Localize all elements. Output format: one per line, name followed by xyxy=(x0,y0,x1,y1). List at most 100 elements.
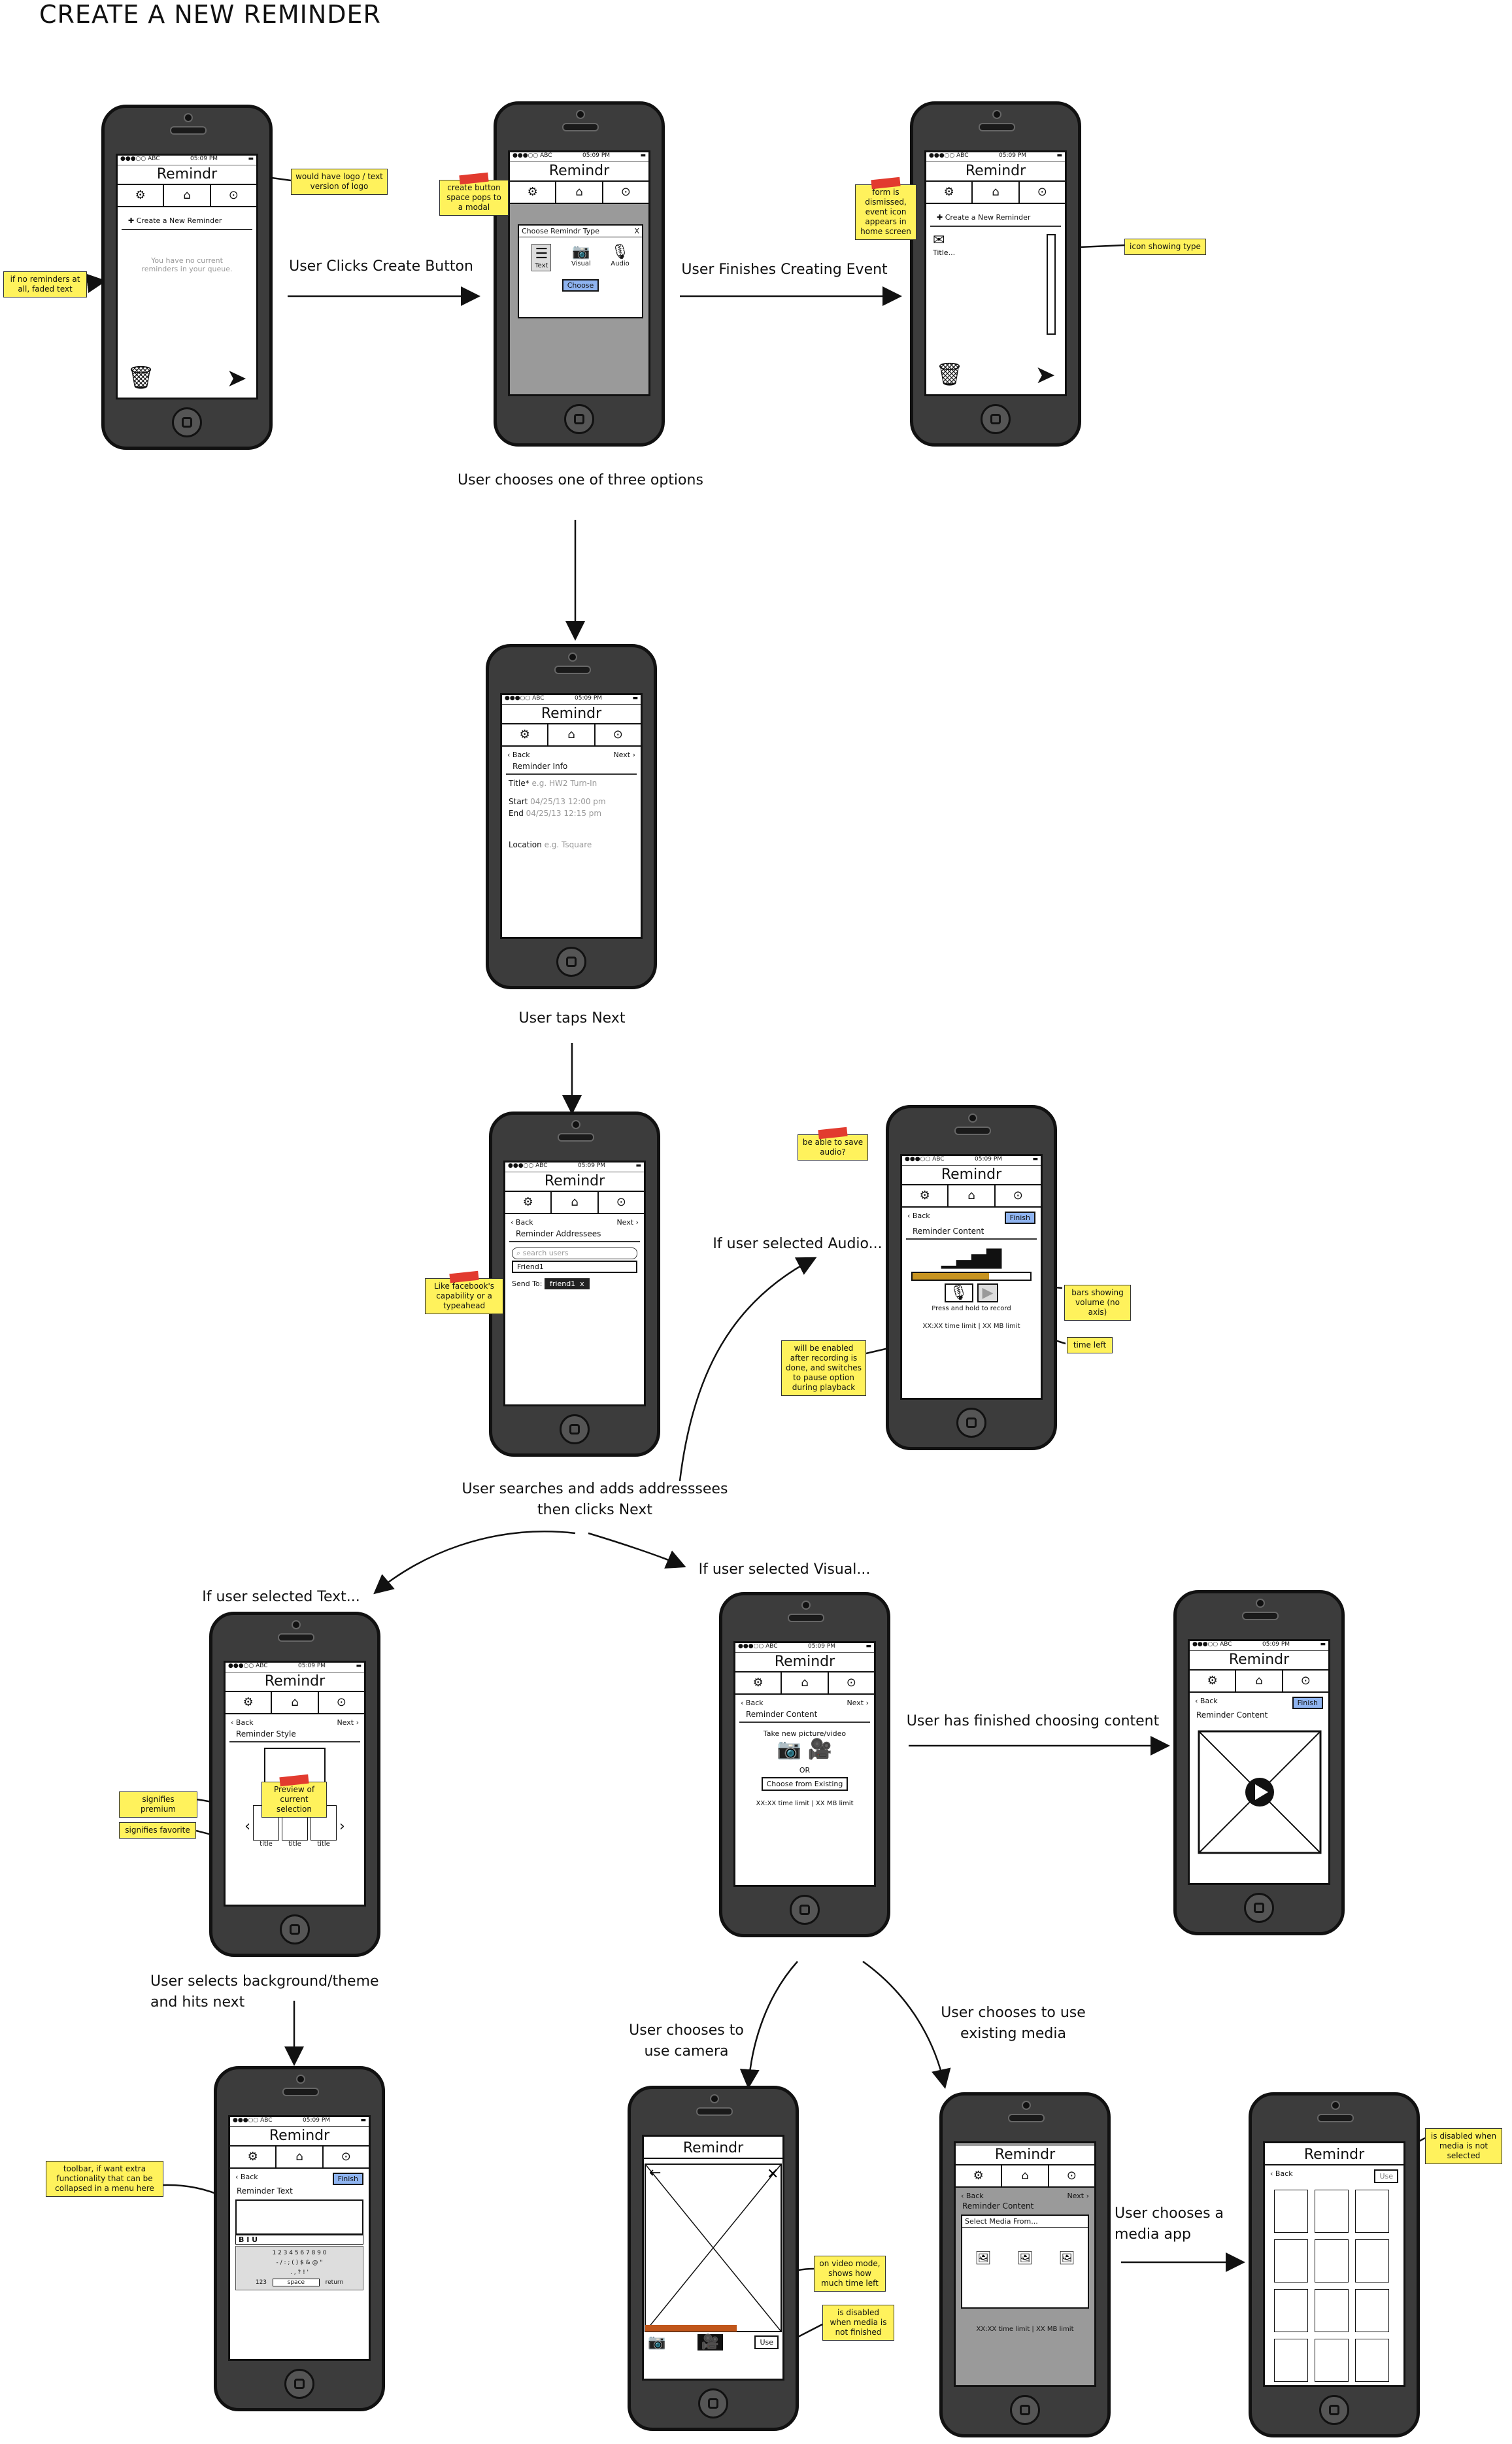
media-thumb[interactable] xyxy=(1355,2289,1389,2332)
media-thumb[interactable] xyxy=(1274,2339,1308,2382)
media-thumb[interactable] xyxy=(1315,2239,1349,2283)
keyboard[interactable]: 1 2 3 4 5 6 7 8 9 0 - / : ; ( ) $ & @ " … xyxy=(235,2246,363,2290)
home-icon[interactable]: ⌂ xyxy=(556,182,603,203)
home-button[interactable] xyxy=(560,1414,590,1444)
download-icon[interactable]: ⊙ xyxy=(616,1195,626,1209)
back-button[interactable]: ‹ Back xyxy=(907,1212,930,1220)
home-button[interactable] xyxy=(564,404,594,434)
return-key[interactable]: return xyxy=(325,2279,344,2286)
settings-icon[interactable]: ⚙ xyxy=(735,1672,782,1693)
back-button[interactable]: ‹ Back xyxy=(235,2173,258,2181)
home-button[interactable] xyxy=(172,407,202,437)
home-button[interactable] xyxy=(698,2388,728,2419)
next-button[interactable]: Next › xyxy=(616,1218,639,1227)
next-button[interactable]: Next › xyxy=(1067,2192,1089,2200)
media-app-icon[interactable]: 🖼 xyxy=(1016,2250,1033,2266)
download-icon[interactable]: ⊙ xyxy=(336,1695,346,1709)
create-reminder-button[interactable]: ✚ Create a New Reminder xyxy=(122,212,252,230)
choose-button[interactable]: Choose xyxy=(562,279,599,292)
home-button[interactable] xyxy=(956,1408,986,1438)
home-icon[interactable]: ⌂ xyxy=(548,724,596,745)
media-thumb[interactable] xyxy=(1274,2239,1308,2283)
next-button[interactable]: Next › xyxy=(337,1718,359,1727)
media-thumb[interactable] xyxy=(1355,2339,1389,2382)
media-thumb[interactable] xyxy=(1315,2289,1349,2332)
use-button[interactable]: Use xyxy=(1374,2169,1398,2183)
settings-icon[interactable]: ⚙ xyxy=(502,724,549,745)
download-icon[interactable]: ⊙ xyxy=(1037,185,1047,199)
settings-icon[interactable]: ⚙ xyxy=(1190,1671,1237,1691)
location-field[interactable]: e.g. Tsquare xyxy=(544,840,592,849)
settings-icon[interactable]: ⚙ xyxy=(510,182,557,203)
home-icon[interactable]: ⌂ xyxy=(552,1192,599,1213)
text-option[interactable]: ☰Text xyxy=(531,244,552,271)
visual-option[interactable]: 📷Visual xyxy=(571,244,591,267)
trash-icon[interactable]: 🗑 xyxy=(127,365,156,391)
settings-icon[interactable]: ⚙ xyxy=(118,185,165,206)
finish-button[interactable]: Finish xyxy=(1292,1697,1323,1709)
settings-icon[interactable]: ⚙ xyxy=(956,2165,1003,2186)
home-icon[interactable]: ⌂ xyxy=(973,182,1020,203)
media-thumb[interactable] xyxy=(1315,2339,1349,2382)
home-button[interactable] xyxy=(556,947,586,977)
next-button[interactable]: Next › xyxy=(847,1699,869,1707)
chevron-left-icon[interactable]: ‹ xyxy=(244,1818,250,1835)
download-icon[interactable]: ⊙ xyxy=(846,1676,856,1689)
video-camera-icon[interactable]: 🎥 xyxy=(697,2334,724,2351)
send-icon[interactable]: ➤ xyxy=(1035,360,1056,389)
download-icon[interactable]: ⊙ xyxy=(620,185,631,199)
back-button[interactable]: ‹ Back xyxy=(507,751,530,759)
scrollbar[interactable] xyxy=(1047,234,1056,335)
home-icon[interactable]: ⌂ xyxy=(1002,2165,1049,2186)
settings-icon[interactable]: ⚙ xyxy=(230,2147,277,2167)
back-button[interactable]: ‹ Back xyxy=(511,1218,533,1227)
video-camera-icon[interactable]: 🎥 xyxy=(807,1738,833,1761)
back-button[interactable]: ‹ Back xyxy=(1270,2169,1293,2178)
reminder-item[interactable]: ✉Title... xyxy=(926,227,1065,262)
text-area[interactable] xyxy=(235,2199,363,2235)
camera-switch-icon[interactable]: 📷 xyxy=(648,2334,666,2351)
send-icon[interactable]: ➤ xyxy=(226,364,247,392)
home-button[interactable] xyxy=(284,2369,314,2399)
media-thumb[interactable] xyxy=(1274,2190,1308,2233)
microphone-icon[interactable]: 🎙 xyxy=(944,1283,973,1302)
back-button[interactable]: ‹ Back xyxy=(741,1699,764,1707)
home-button[interactable] xyxy=(280,1914,310,1944)
home-button[interactable] xyxy=(981,404,1011,434)
next-button[interactable]: Next › xyxy=(613,751,635,759)
media-thumb[interactable] xyxy=(1355,2190,1389,2233)
home-button[interactable] xyxy=(1319,2395,1349,2425)
media-thumb[interactable] xyxy=(1274,2289,1308,2332)
home-button[interactable] xyxy=(1244,1893,1274,1923)
end-time-field[interactable]: 12:15 pm xyxy=(563,809,602,818)
media-thumb[interactable] xyxy=(1355,2239,1389,2283)
home-icon[interactable]: ⌂ xyxy=(272,1692,319,1713)
friend-suggestion[interactable]: Friend1 xyxy=(512,1261,637,1273)
back-button[interactable]: ‹ Back xyxy=(231,1718,254,1727)
home-icon[interactable]: ⌂ xyxy=(949,1185,996,1206)
audio-option[interactable]: 🎙Audio xyxy=(611,244,630,267)
home-button[interactable] xyxy=(1010,2395,1040,2425)
media-app-icon[interactable]: 🖼 xyxy=(975,2250,992,2266)
download-icon[interactable]: ⊙ xyxy=(1300,1674,1311,1688)
create-reminder-button[interactable]: ✚ Create a New Reminder xyxy=(930,209,1061,227)
finish-button[interactable]: Finish xyxy=(1004,1212,1035,1224)
play-icon[interactable]: ▶ xyxy=(977,1283,999,1302)
media-app-icon[interactable]: 🖼 xyxy=(1058,2250,1075,2266)
home-icon[interactable]: ⌂ xyxy=(164,185,211,206)
home-button[interactable] xyxy=(790,1895,820,1925)
download-icon[interactable]: ⊙ xyxy=(1013,1189,1023,1202)
back-button[interactable]: ‹ Back xyxy=(961,2192,984,2200)
end-date-field[interactable]: 04/25/13 xyxy=(526,809,562,818)
start-date-field[interactable]: 04/25/13 xyxy=(530,797,566,806)
download-icon[interactable]: ⊙ xyxy=(1066,2169,1077,2182)
use-button[interactable]: Use xyxy=(754,2335,779,2349)
close-icon[interactable]: X xyxy=(634,227,639,235)
title-field[interactable]: e.g. HW2 Turn-In xyxy=(531,779,597,788)
finish-button[interactable]: Finish xyxy=(332,2173,363,2185)
start-time-field[interactable]: 12:00 pm xyxy=(567,797,606,806)
download-icon[interactable]: ⊙ xyxy=(341,2150,351,2164)
settings-icon[interactable]: ⚙ xyxy=(902,1185,949,1206)
space-key[interactable]: space xyxy=(272,2279,320,2286)
download-icon[interactable]: ⊙ xyxy=(228,188,239,202)
